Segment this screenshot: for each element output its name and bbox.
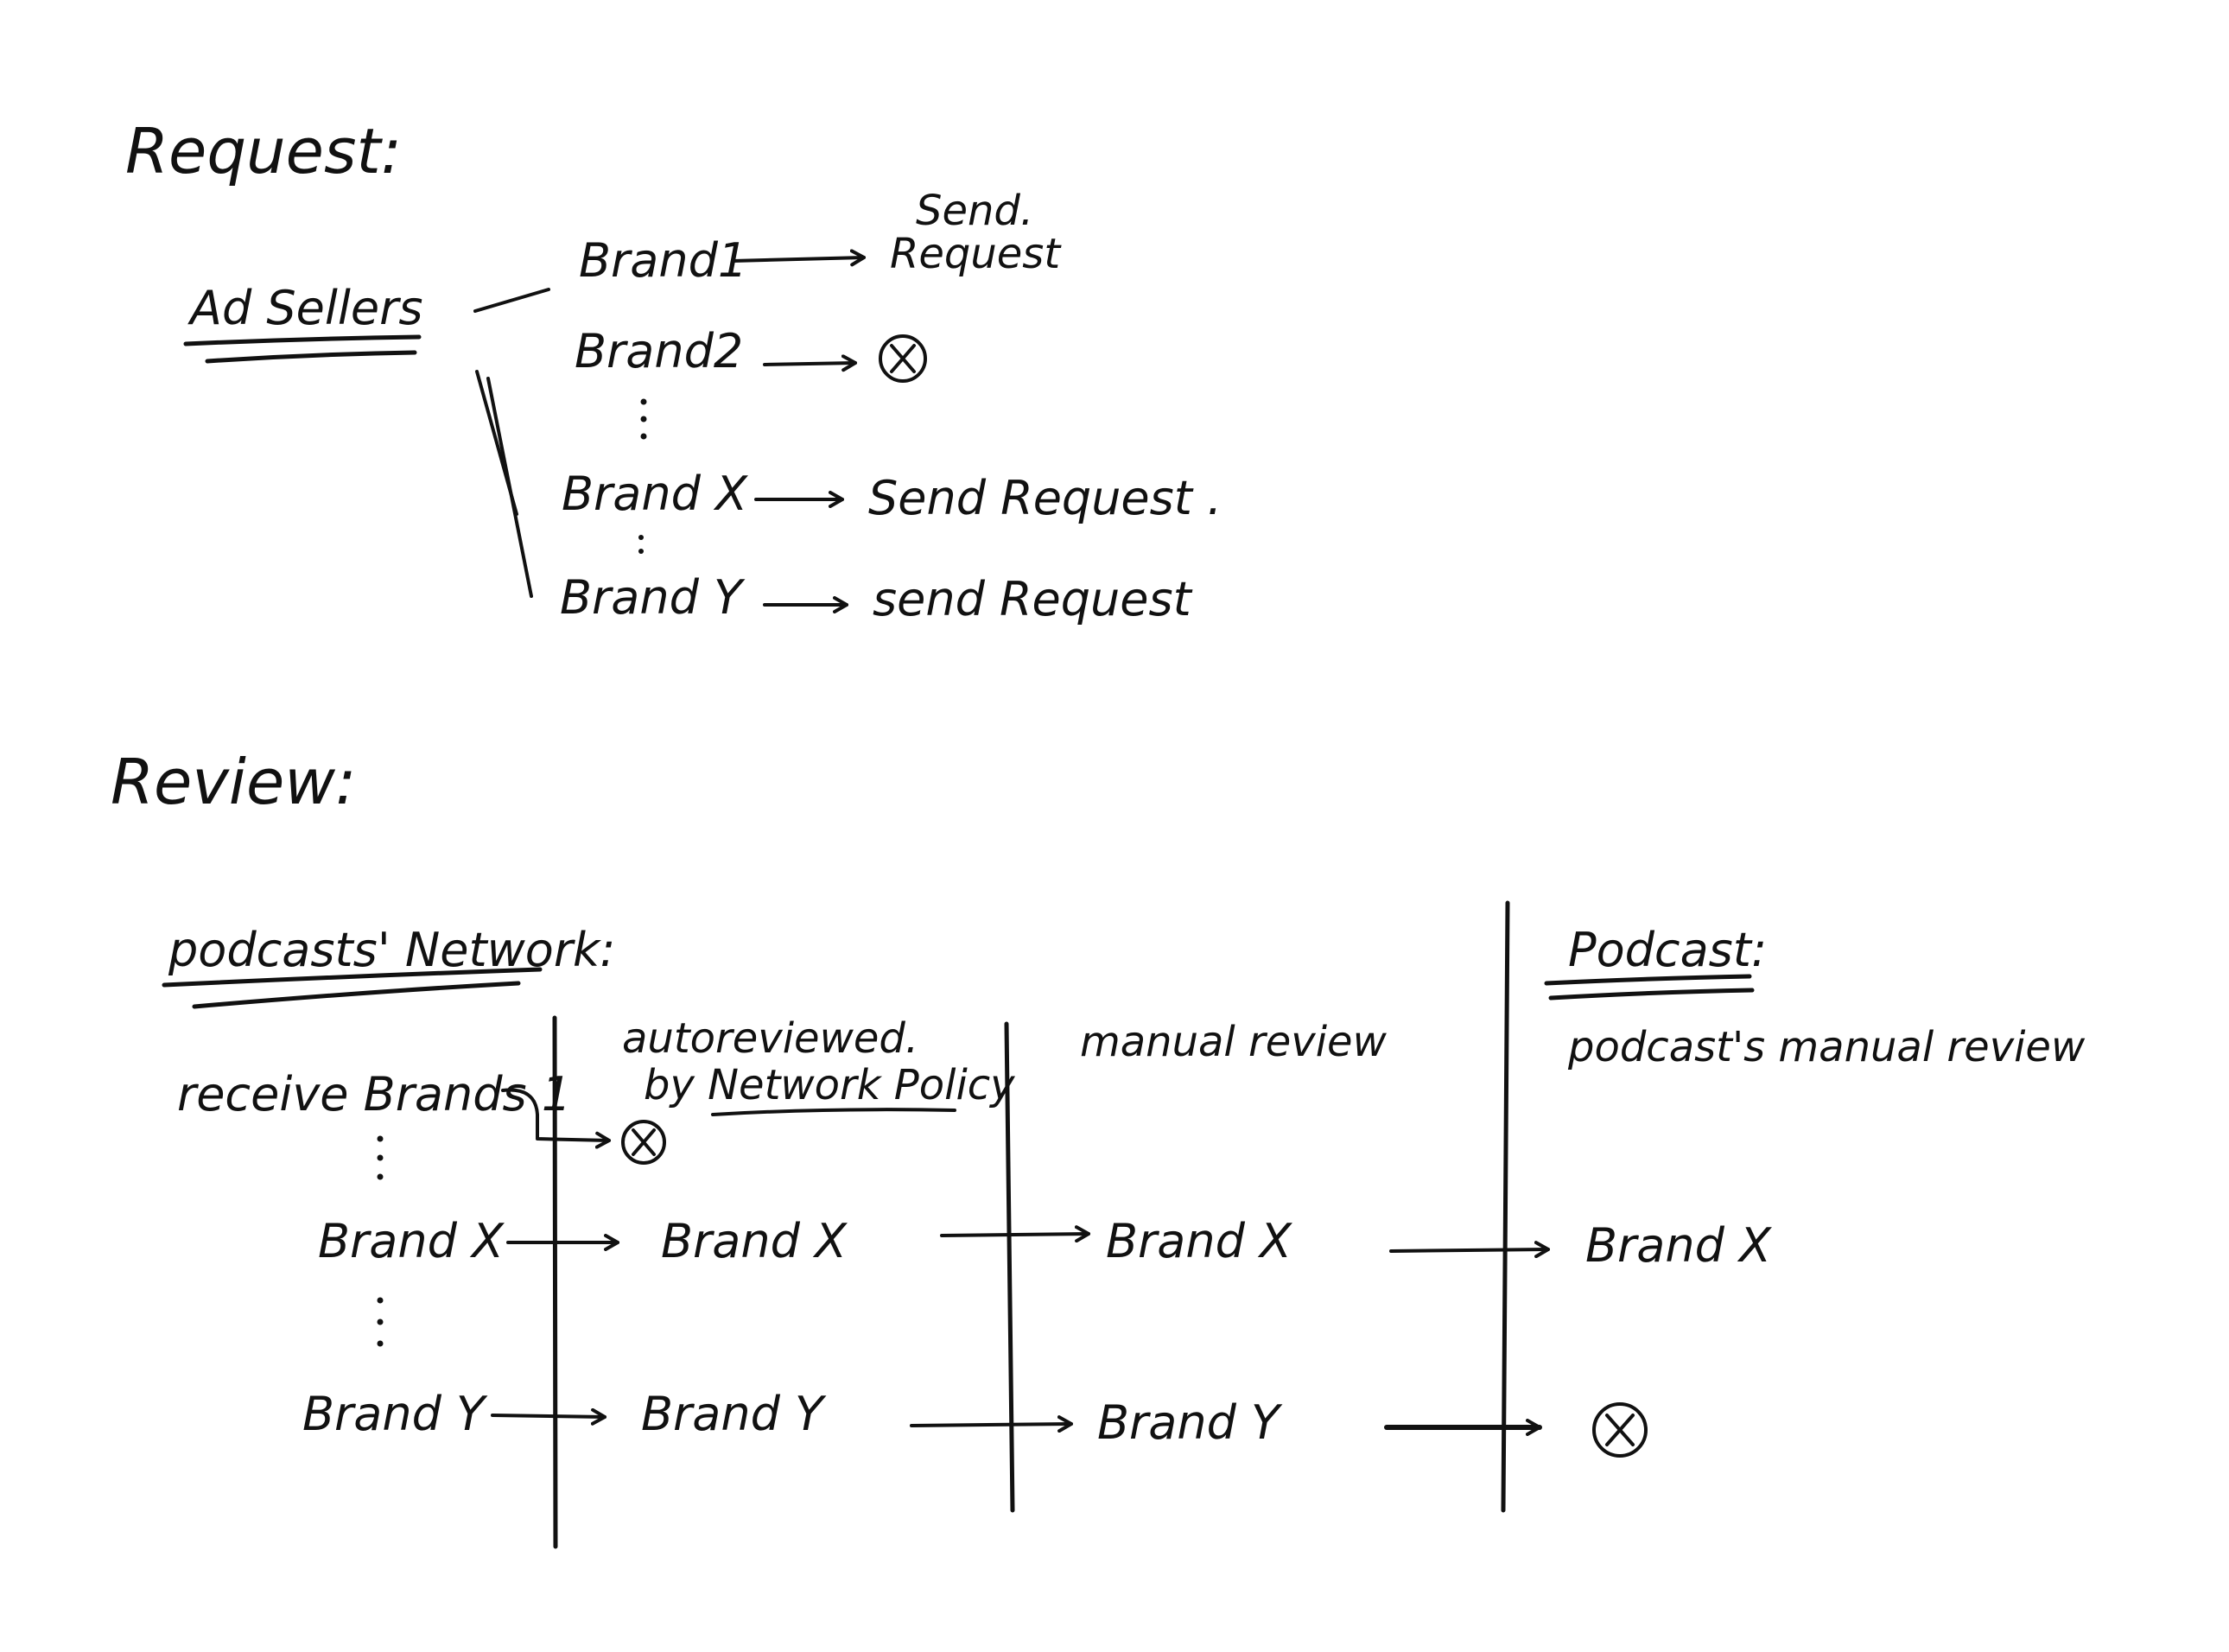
vertical-ellipsis-network-1 (377, 1135, 384, 1180)
auto-title-line1: autoreviewed. (622, 1014, 918, 1063)
arrow-network-brandy (491, 1407, 606, 1426)
network-receive-brand1: receive Brands 1 (177, 1067, 571, 1121)
request-brandx-label: Brand X (562, 467, 748, 521)
divider-auto-manual (1004, 1021, 1015, 1513)
divider-manual-podcast (1501, 900, 1510, 1513)
network-brandx: Brand X (318, 1214, 505, 1268)
vertical-ellipsis (640, 398, 647, 440)
network-brandy: Brand Y (302, 1387, 488, 1441)
request-brandy-result: send Request (873, 572, 1193, 626)
vertical-ellipsis-small (638, 535, 644, 554)
manual-brandx: Brand X (1106, 1214, 1292, 1268)
arrow-manual-brandx (1389, 1241, 1550, 1259)
request-brandy-label: Brand Y (560, 570, 746, 625)
ad-sellers-underline-1 (183, 334, 422, 346)
network-underline-2 (192, 981, 521, 1009)
podcast-subtitle: podcast's manual review (1567, 1023, 2086, 1071)
podcast-heading: Podcast: (1568, 923, 1767, 977)
brand1-send-top: Send. (916, 187, 1033, 235)
manual-title: manual review (1080, 1018, 1388, 1066)
arrow-brand1 (731, 249, 866, 267)
network-underline-1 (162, 967, 543, 988)
podcast-underline-2 (1548, 988, 1755, 1001)
network-heading: podcasts' Network: (168, 923, 615, 977)
auto-title-line2: by Network Policy (644, 1061, 1015, 1109)
ad-sellers-label: Ad Sellers (187, 281, 422, 335)
arrow-auto-brandx (940, 1225, 1090, 1243)
podcast-brandx: Brand X (1585, 1218, 1772, 1273)
circled-x-icon (621, 1120, 666, 1165)
auto-brandy: Brand Y (641, 1387, 827, 1441)
request-brandx-result: Send Request . (868, 471, 1222, 525)
request-brand2-label: Brand2 (575, 324, 743, 378)
auto-brandx: Brand X (661, 1214, 848, 1268)
request-heading: Request: (125, 115, 402, 187)
arrow-network-brand1 (501, 1088, 611, 1149)
circled-x-icon (879, 334, 927, 383)
divider-network-auto (552, 1015, 558, 1549)
network-policy-underline (711, 1108, 956, 1116)
arrow-brand2 (763, 354, 857, 372)
manual-brandy: Brand Y (1097, 1395, 1283, 1450)
request-brand1-label: Brand1 (579, 233, 747, 288)
podcast-underline-1 (1544, 974, 1752, 986)
ad-sellers-underline-2 (205, 350, 417, 364)
branch-line-brand1 (473, 288, 550, 313)
branch-line-brandy (486, 377, 533, 598)
vertical-ellipsis-network-2 (377, 1297, 384, 1347)
brand1-send-bottom: Request (890, 230, 1062, 278)
arrow-auto-brandy (910, 1415, 1073, 1433)
circled-x-icon (1592, 1402, 1648, 1458)
review-heading: Review: (111, 746, 356, 818)
